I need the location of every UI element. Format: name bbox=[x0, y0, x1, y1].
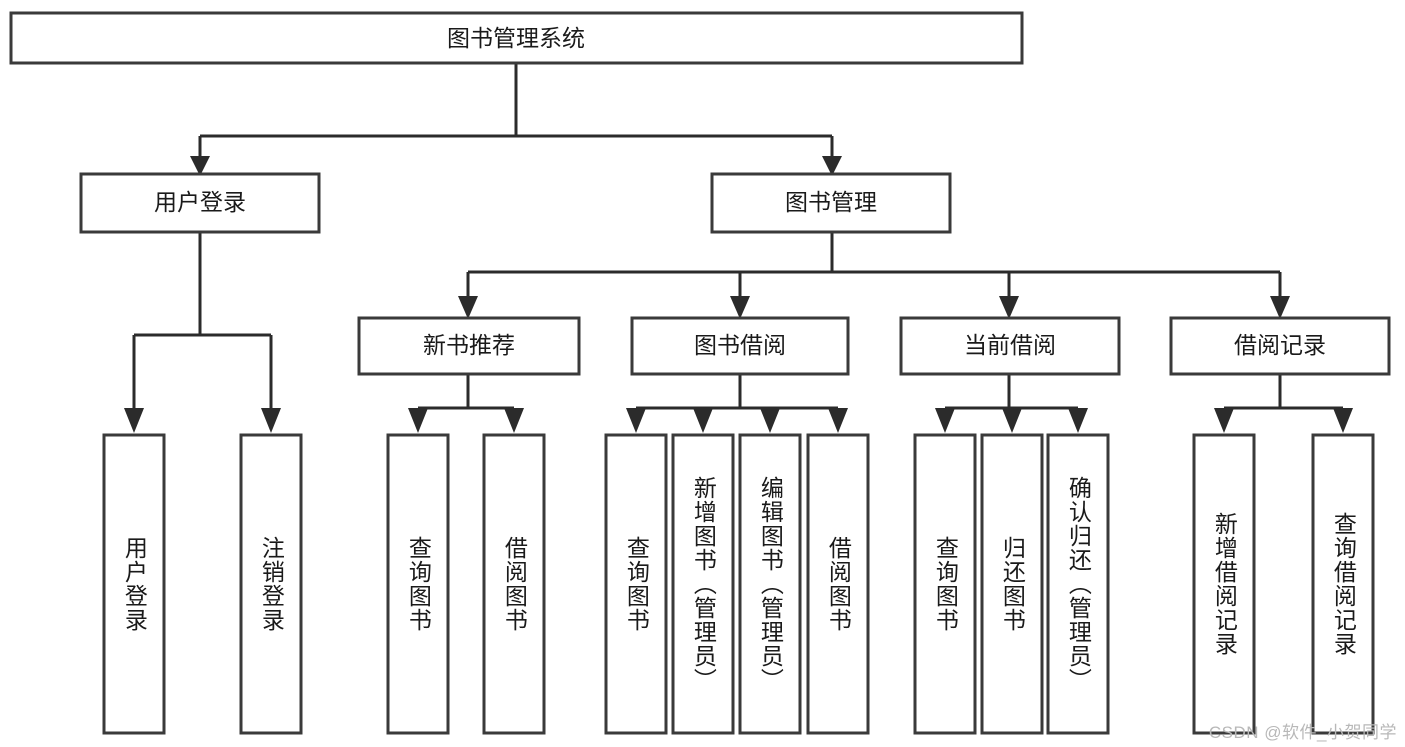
node-current-borrow-box[interactable] bbox=[899, 316, 1121, 376]
arrowhead-current-borrow-leaf-1 bbox=[935, 408, 955, 433]
arrowhead-borrow-record-leaf-1 bbox=[1214, 408, 1234, 433]
leaf-label-current-borrow-2: 归还图书 bbox=[999, 536, 1026, 632]
leaf-label-book-borrow-3: 编辑图书（管理员） bbox=[757, 476, 784, 692]
node-root-box[interactable] bbox=[9, 11, 1024, 65]
leaf-label-new-book-1: 查询图书 bbox=[405, 536, 432, 632]
arrowhead-user-login-leaf-1 bbox=[124, 408, 144, 433]
node-borrow-record-label: 借阅记录 bbox=[1234, 332, 1326, 358]
leaf-label-borrow-record-2: 查询借阅记录 bbox=[1330, 512, 1357, 656]
arrowhead-book-mgmt-child-1 bbox=[458, 296, 478, 319]
leaf-label-user-login-2: 注销登录 bbox=[258, 536, 285, 632]
arrowhead-book-mgmt-child-2 bbox=[730, 296, 750, 319]
arrowhead-book-mgmt-child-3 bbox=[999, 296, 1019, 319]
arrowhead-book-borrow-leaf-2 bbox=[693, 408, 713, 433]
node-borrow-record-box[interactable] bbox=[1169, 316, 1391, 376]
arrowhead-root-to-user-login bbox=[190, 156, 210, 176]
leaf-box-user-login-1[interactable] bbox=[102, 433, 166, 735]
leaf-box-book-borrow-4[interactable] bbox=[806, 433, 870, 735]
leaf-box-borrow-record-2[interactable] bbox=[1311, 433, 1375, 735]
leaf-label-user-login-1: 用户登录 bbox=[121, 536, 148, 632]
leaf-label-new-book-2: 借阅图书 bbox=[501, 536, 528, 632]
node-book-borrow-box[interactable] bbox=[630, 316, 850, 376]
leaf-box-book-borrow-1[interactable] bbox=[604, 433, 668, 735]
arrowhead-book-borrow-leaf-3 bbox=[760, 408, 780, 433]
arrowhead-new-book-leaf-2 bbox=[504, 408, 524, 433]
node-new-book-recommend-box[interactable] bbox=[357, 316, 581, 376]
leaf-box-book-borrow-2[interactable] bbox=[671, 433, 735, 735]
node-book-management-label: 图书管理 bbox=[785, 189, 877, 215]
leaf-box-current-borrow-2[interactable] bbox=[980, 433, 1044, 735]
arrowhead-borrow-record-leaf-2 bbox=[1333, 408, 1353, 433]
arrowhead-book-borrow-leaf-1 bbox=[626, 408, 646, 433]
connector-group-book-mgmt bbox=[458, 232, 1290, 319]
node-user-login-label: 用户登录 bbox=[154, 189, 246, 215]
node-book-borrow-label: 图书借阅 bbox=[694, 332, 786, 358]
node-current-borrow-label: 当前借阅 bbox=[964, 332, 1056, 358]
connector-group-root bbox=[190, 63, 842, 176]
leaf-label-book-borrow-1: 查询图书 bbox=[623, 536, 650, 632]
connector-group-book-borrow bbox=[626, 374, 848, 433]
leaf-box-current-borrow-1[interactable] bbox=[913, 433, 977, 735]
arrowhead-root-to-book-mgmt bbox=[822, 156, 842, 176]
connector-group-new-book bbox=[408, 374, 524, 433]
leaf-box-new-book-2[interactable] bbox=[482, 433, 546, 735]
leaf-label-book-borrow-2: 新增图书（管理员） bbox=[690, 476, 717, 692]
node-root-label: 图书管理系统 bbox=[447, 25, 585, 51]
arrowhead-book-mgmt-child-4 bbox=[1270, 296, 1290, 319]
connector-group-user-login bbox=[124, 232, 281, 433]
leaf-box-user-login-2[interactable] bbox=[239, 433, 303, 735]
arrowhead-new-book-leaf-1 bbox=[408, 408, 428, 433]
connector-group-current-borrow bbox=[935, 374, 1088, 433]
node-user-login-box[interactable] bbox=[79, 172, 321, 234]
leaf-box-new-book-1[interactable] bbox=[386, 433, 450, 735]
arrowhead-book-borrow-leaf-4 bbox=[828, 408, 848, 433]
arrowhead-current-borrow-leaf-3 bbox=[1068, 408, 1088, 433]
leaf-box-borrow-record-1[interactable] bbox=[1192, 433, 1256, 735]
leaf-label-current-borrow-3: 确认归还（管理员） bbox=[1065, 476, 1092, 692]
node-book-management-box[interactable] bbox=[710, 172, 952, 234]
leaf-label-book-borrow-4: 借阅图书 bbox=[825, 536, 852, 632]
arrowhead-user-login-leaf-2 bbox=[261, 408, 281, 433]
arrowhead-current-borrow-leaf-2 bbox=[1002, 408, 1022, 433]
node-new-book-recommend-label: 新书推荐 bbox=[423, 332, 515, 358]
leaf-box-book-borrow-3[interactable] bbox=[738, 433, 802, 735]
watermark-label: CSDN @软件_小贺同学 bbox=[1208, 723, 1397, 742]
leaf-label-current-borrow-1: 查询图书 bbox=[932, 536, 959, 632]
connector-group-borrow-record bbox=[1214, 374, 1353, 433]
leaf-box-current-borrow-3[interactable] bbox=[1046, 433, 1110, 735]
leaf-label-borrow-record-1: 新增借阅记录 bbox=[1211, 512, 1238, 656]
